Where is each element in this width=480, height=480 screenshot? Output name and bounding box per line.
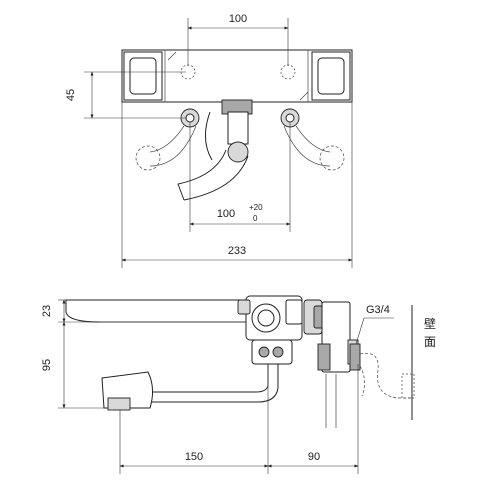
dim-mid-label: 100 [217,208,235,220]
dim-left-top-label: 23 [41,305,53,317]
hatch [299,91,309,101]
wall-pipe-lower [359,365,365,397]
threaded-fitting-right [349,343,361,371]
spout-aerator [107,397,131,411]
spout-knuckle [227,141,249,163]
dim-left-label: 45 [65,89,77,101]
dim-bottom-left-label: 150 [185,451,203,463]
threaded-fitting-left [317,343,331,371]
spout-body-curve [205,111,213,161]
dim-mid-tol-upper: +20 [249,203,263,212]
right-leg-end [319,145,345,171]
spout-tip [177,183,185,201]
spout-neck [227,111,249,145]
left-leg-inner [149,125,197,167]
wall-pipe [359,353,412,399]
top-view: 100 45 100 +20 0 233 [65,13,353,268]
right-leg-outer [295,125,331,153]
left-leg-outer [149,125,185,153]
wall-label-char-2: 面 [424,335,436,349]
thread-leader [355,317,365,345]
right-leg-inner [283,125,331,167]
left-handle-grip [129,57,157,95]
wall-fitting [401,373,415,399]
side-body-top [65,299,251,323]
dim-bottom-right-label: 90 [308,451,320,463]
dim-left-main-label: 95 [41,359,53,371]
spout-top-line [150,385,269,393]
spout-pipe-upper [177,149,227,185]
dim-mid-tol-lower: 0 [253,214,258,223]
dim-top-label: 100 [229,13,247,25]
spout-pipe-lower [183,155,249,201]
hatch [167,51,177,61]
dim-bottom-label: 233 [228,245,246,257]
side-view: 23 95 150 90 G3/4 壁 面 [41,295,436,474]
valve-cap [237,299,251,315]
thread-label: G3/4 [366,304,390,316]
spout-bottom-line [152,387,279,403]
valve-side [285,299,303,325]
right-handle-grip [317,57,345,95]
left-leg-end [135,145,161,171]
lower-hole-2 [272,346,284,358]
wall-label-char-1: 壁 [424,316,436,331]
lower-hole-1 [258,346,270,358]
valve-ring-inner [257,309,275,327]
union-left-inner [185,113,195,123]
lower-valve [251,339,293,365]
union-right-inner [285,113,295,123]
